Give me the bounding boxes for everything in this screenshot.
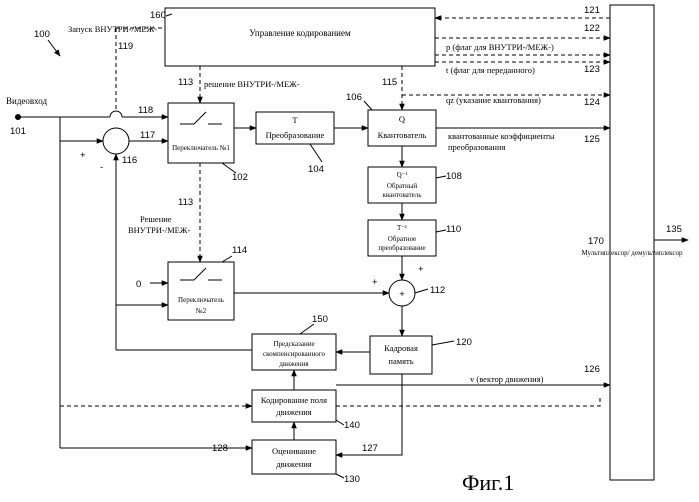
quantizer-symbol: Q: [399, 114, 405, 124]
ref-140-leader: [336, 420, 344, 425]
ref-113-top: 113: [178, 77, 193, 88]
qz-label: qz (указание квантования): [446, 95, 541, 105]
ref-101: 101: [10, 126, 26, 137]
wire-prediction-to-switch2: [116, 305, 168, 350]
p-flag-label: p (флаг для ВНУТРИ-/МЕЖ-): [446, 42, 554, 52]
ref-108: 108: [446, 171, 462, 182]
ref-124: 124: [584, 97, 600, 108]
ref-104-leader: [310, 144, 322, 162]
ref-106: 106: [346, 92, 362, 103]
motion-vector-label: v (вектор движения): [470, 374, 544, 384]
switch2-label-2: №2: [196, 307, 207, 315]
ref-104: 104: [308, 164, 324, 175]
inverse-transform-label-2: преобразование: [378, 244, 425, 252]
ref-112-leader: [415, 289, 428, 293]
ref-120: 120: [456, 337, 472, 348]
inverse-transform-symbol: T⁻¹: [397, 224, 407, 232]
inverse-quantizer-symbol: Q⁻¹: [397, 171, 408, 179]
frame-memory-label-2: память: [388, 356, 413, 366]
wire-crossover-bridge: [110, 111, 122, 117]
ref-100-leader: [48, 40, 60, 56]
mc-prediction-label-2: скомпенсированного: [263, 350, 325, 358]
adder-plus-label-top: +: [418, 264, 424, 275]
mc-prediction-label-1: Предсказание: [273, 340, 314, 348]
adder-plus-label-left: +: [372, 277, 378, 288]
subtractor-node: [103, 128, 129, 154]
ref-130-leader: [336, 474, 344, 478]
mc-prediction-label-3: движения: [279, 360, 309, 368]
intra-inter-trigger-label: Запуск ВНУТРИ-/МЕЖ-: [68, 24, 157, 34]
multiplexer-block: [610, 5, 654, 480]
figure-caption: Фиг.1: [462, 470, 514, 495]
switch1-label: Переключатель №1: [172, 144, 230, 152]
coding-control-label: Управление кодированием: [249, 28, 351, 38]
intra-inter-decision-label: решение ВНУТРИ-/МЕЖ-: [204, 79, 300, 89]
subtractor-plus-label: +: [80, 150, 86, 161]
dash-mv-coding-to-mux: [436, 395, 600, 406]
ref-113-bottom: 113: [178, 197, 193, 208]
ref-112: 112: [430, 285, 445, 296]
ref-135: 135: [666, 224, 682, 235]
quantizer-label: Квантователь: [378, 130, 427, 140]
multiplexer-label: Мультиплексор/ демультиплексор: [581, 249, 683, 257]
subtractor-minus-label: -: [100, 162, 103, 173]
ref-115: 115: [382, 77, 397, 88]
decision-label-1: Решение: [140, 214, 172, 224]
ref-121: 121: [584, 5, 600, 16]
ref-118: 118: [138, 105, 153, 116]
ref-150-leader: [300, 324, 314, 334]
frame-memory-label-1: Кадровая: [384, 343, 418, 353]
ref-116: 116: [122, 155, 137, 166]
ref-108-leader: [436, 176, 446, 178]
quantized-coeffs-label-1: квантованные коэффициенты: [448, 131, 555, 141]
ref-170: 170: [588, 236, 604, 247]
ref-127: 127: [362, 443, 378, 454]
inverse-transform-label-1: Обратное: [388, 235, 417, 243]
ref-114-leader: [222, 256, 232, 262]
ref-120-leader: [432, 341, 454, 345]
ref-122: 122: [584, 23, 600, 34]
ref-106-leader: [364, 101, 372, 110]
mv-coding-label-2: движения: [276, 407, 312, 417]
mv-coding-label-1: Кодирование поля: [261, 395, 327, 405]
video-input-label: Видеовход: [6, 96, 48, 106]
switch1-block: [168, 103, 234, 163]
inverse-quantizer-label-1: Обратный: [387, 182, 418, 190]
ref-110: 110: [446, 224, 461, 235]
adder-plus-sign: +: [399, 289, 405, 300]
motion-estimation-label-1: Оценивание: [272, 446, 316, 456]
ref-114: 114: [232, 245, 247, 256]
transform-symbol: T: [292, 115, 298, 125]
ref-126: 126: [584, 364, 600, 375]
ref-128: 128: [212, 443, 228, 454]
ref-100: 100: [34, 29, 50, 40]
inverse-quantizer-label-2: квантователь: [383, 191, 422, 199]
ref-102: 102: [232, 172, 248, 183]
zero-input-label: 0: [136, 279, 141, 290]
ref-102-leader: [222, 163, 236, 173]
ref-123: 123: [584, 64, 600, 75]
transform-label: Преобразование: [266, 130, 325, 140]
switch2-label-1: Переключатель: [178, 296, 224, 304]
ref-140: 140: [344, 420, 360, 431]
ref-110-leader: [436, 230, 446, 232]
t-flag-label: t (флаг для переданного): [446, 65, 535, 75]
ref-130: 130: [344, 474, 360, 485]
quantized-coeffs-label-2: преобразования: [448, 142, 505, 152]
ref-125: 125: [584, 134, 600, 145]
frame-memory-block: [370, 336, 432, 374]
decision-label-2: ВНУТРИ-/МЕЖ-: [128, 225, 190, 235]
ref-160: 160: [150, 10, 166, 21]
ref-119: 119: [118, 41, 133, 52]
motion-estimation-label-2: движения: [276, 459, 312, 469]
ref-150: 150: [312, 314, 328, 325]
ref-117: 117: [140, 130, 155, 141]
